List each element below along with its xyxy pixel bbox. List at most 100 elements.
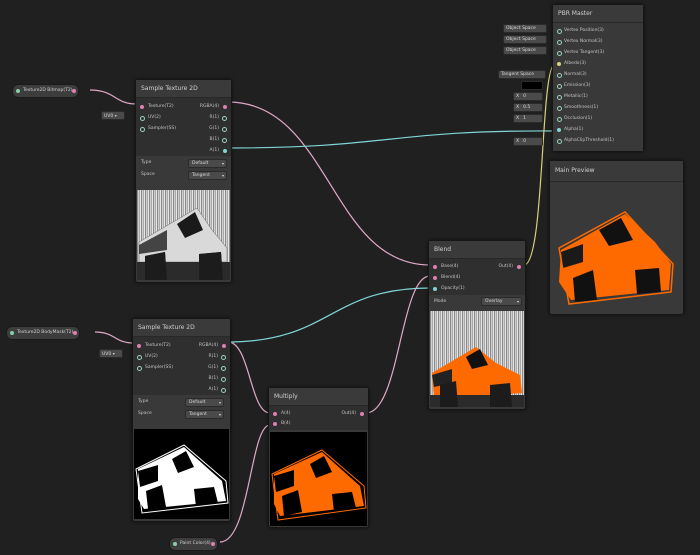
type-dropdown[interactable]: Default▾ bbox=[185, 398, 224, 407]
vertex-position-space-field[interactable]: Object Space bbox=[503, 24, 547, 33]
orange-mask-preview-image bbox=[271, 449, 367, 521]
output-port-icon[interactable] bbox=[210, 542, 215, 546]
node-title: Sample Texture 2D bbox=[133, 319, 230, 337]
vertex-normal-space-field[interactable]: Object Space bbox=[503, 35, 547, 44]
blended-car-preview-image bbox=[430, 347, 524, 407]
mode-dropdown[interactable]: Overlay▾ bbox=[481, 297, 522, 306]
space-dropdown[interactable]: Tangent▾ bbox=[185, 410, 224, 419]
uv-dropdown[interactable]: UV0 ▾ bbox=[99, 349, 123, 358]
sample-texture-node-2[interactable]: Sample Texture 2D Texture(T2) UV(2) Samp… bbox=[132, 318, 231, 522]
output-b[interactable]: B(1) bbox=[210, 136, 227, 144]
input-uv[interactable]: UV(2) bbox=[140, 114, 161, 122]
output-out[interactable]: Out(4) bbox=[498, 263, 521, 271]
type-label: Type bbox=[138, 399, 149, 404]
property-paint-node[interactable]: Paint Color(4) bbox=[169, 537, 218, 551]
property-bodymask-node[interactable]: Texture2D BodyMask(T2) bbox=[6, 326, 81, 340]
input-opacity[interactable]: Opacity(1) bbox=[433, 285, 465, 293]
property-dot-icon bbox=[10, 331, 14, 335]
body-mask-preview-image bbox=[135, 444, 229, 514]
output-a[interactable]: A(1) bbox=[210, 147, 227, 155]
output-rgba[interactable]: RGBA(4) bbox=[199, 342, 226, 350]
chevron-down-icon: ▾ bbox=[221, 161, 224, 166]
input-base[interactable]: Base(4) bbox=[433, 263, 458, 271]
normal-space-field[interactable]: Tangent Space bbox=[498, 70, 546, 79]
output-r[interactable]: R(1) bbox=[209, 114, 227, 122]
blend-preview bbox=[430, 311, 524, 407]
chevron-down-icon: ▾ bbox=[221, 173, 224, 178]
main-preview-viewport[interactable] bbox=[551, 182, 682, 313]
space-label: Space bbox=[138, 411, 152, 416]
axis-x-label: X bbox=[516, 139, 520, 144]
output-r[interactable]: R(1) bbox=[208, 353, 226, 361]
output-rgba[interactable]: RGBA(4) bbox=[200, 103, 227, 111]
input-b[interactable]: B(4) bbox=[273, 420, 290, 428]
orange-car-3d-preview-image bbox=[558, 211, 674, 305]
output-g[interactable]: G(1) bbox=[208, 364, 226, 372]
chevron-down-icon: ▾ bbox=[218, 412, 221, 417]
input-vertex-position[interactable]: Vertex Position(3) bbox=[557, 27, 604, 35]
output-g[interactable]: G(1) bbox=[209, 125, 227, 133]
output-port-icon[interactable] bbox=[73, 331, 78, 335]
output-out[interactable]: Out(4) bbox=[341, 410, 364, 418]
emission-color-swatch[interactable] bbox=[521, 81, 543, 90]
node-title: Blend bbox=[429, 241, 525, 259]
chevron-down-icon: ▾ bbox=[112, 351, 115, 356]
node-title: PBR Master bbox=[553, 5, 643, 23]
property-bitmap-node[interactable]: Texture2D Bitmap(T2) bbox=[12, 84, 80, 98]
uv-label: UV0 bbox=[104, 114, 114, 119]
axis-x-label: X bbox=[516, 116, 520, 121]
input-occlusion[interactable]: Occlusion(1) bbox=[557, 115, 592, 123]
input-alpha-clip-threshold[interactable]: AlphaClipThreshold(1) bbox=[557, 137, 614, 145]
sample-texture-node-1[interactable]: Sample Texture 2D Texture(T2) UV(2) Samp… bbox=[135, 79, 232, 283]
mode-label: Mode bbox=[434, 299, 447, 304]
type-dropdown[interactable]: Default▾ bbox=[188, 159, 227, 168]
axis-x-label: X bbox=[516, 105, 520, 110]
output-port-icon[interactable] bbox=[72, 89, 77, 93]
wire-tex2-rgba-to-multiply bbox=[227, 341, 271, 414]
wire-tex1-rgba-to-base bbox=[227, 101, 431, 266]
axis-x-label: X bbox=[516, 94, 520, 99]
chevron-down-icon: ▾ bbox=[516, 299, 519, 304]
input-a[interactable]: A(4) bbox=[273, 410, 290, 418]
uv-label: UV0 bbox=[102, 352, 112, 357]
chevron-down-icon: ▾ bbox=[218, 400, 221, 405]
wire-bodymask-to-texture bbox=[94, 331, 134, 344]
input-sampler[interactable]: Sampler(SS) bbox=[137, 364, 173, 372]
input-vertex-normal[interactable]: Vertex Normal(3) bbox=[557, 38, 603, 46]
wire-tex1-alpha-to-pbr-alpha bbox=[227, 130, 556, 149]
input-metallic[interactable]: Metallic(1) bbox=[557, 93, 588, 101]
chevron-down-icon: ▾ bbox=[114, 113, 117, 118]
wire-bitmap-to-texture bbox=[89, 89, 137, 105]
input-smoothness[interactable]: Smoothness(1) bbox=[557, 104, 598, 112]
input-texture[interactable]: Texture(T2) bbox=[137, 342, 171, 350]
property-dot-icon bbox=[173, 542, 177, 546]
input-texture[interactable]: Texture(T2) bbox=[140, 103, 174, 111]
space-dropdown[interactable]: Tangent▾ bbox=[188, 171, 227, 180]
input-uv[interactable]: UV(2) bbox=[137, 353, 158, 361]
input-sampler[interactable]: Sampler(SS) bbox=[140, 125, 176, 133]
uv-dropdown[interactable]: UV0 ▾ bbox=[101, 111, 125, 120]
output-a[interactable]: A(1) bbox=[209, 386, 226, 394]
node-title: Multiply bbox=[269, 388, 368, 406]
blend-node[interactable]: Blend Base(4) Blend(4) Opacity(1) Out(4)… bbox=[428, 240, 526, 410]
input-emission[interactable]: Emission(3) bbox=[557, 82, 590, 90]
texture-preview bbox=[134, 429, 229, 519]
texture-preview bbox=[137, 190, 230, 280]
input-blend[interactable]: Blend(4) bbox=[433, 274, 460, 282]
multiply-node[interactable]: Multiply A(4) B(4) Out(4) bbox=[268, 387, 369, 528]
vertex-tangent-space-field[interactable]: Object Space bbox=[503, 46, 547, 55]
input-vertex-tangent[interactable]: Vertex Tangent(3) bbox=[557, 49, 604, 57]
input-normal[interactable]: Normal(3) bbox=[557, 71, 587, 79]
output-b[interactable]: B(1) bbox=[209, 375, 226, 383]
input-albedo[interactable]: Albedo(3) bbox=[557, 60, 586, 68]
input-alpha[interactable]: Alpha(1) bbox=[557, 126, 583, 134]
pbr-master-node[interactable]: PBR Master Vertex Position(3) Vertex Nor… bbox=[552, 4, 644, 152]
wire-tex2-rgb-to-opacity bbox=[227, 287, 431, 343]
property-label: Texture2D Bitmap(T2) bbox=[23, 88, 73, 93]
space-label: Space bbox=[141, 172, 155, 177]
main-preview-panel[interactable]: Main Preview bbox=[549, 160, 684, 315]
